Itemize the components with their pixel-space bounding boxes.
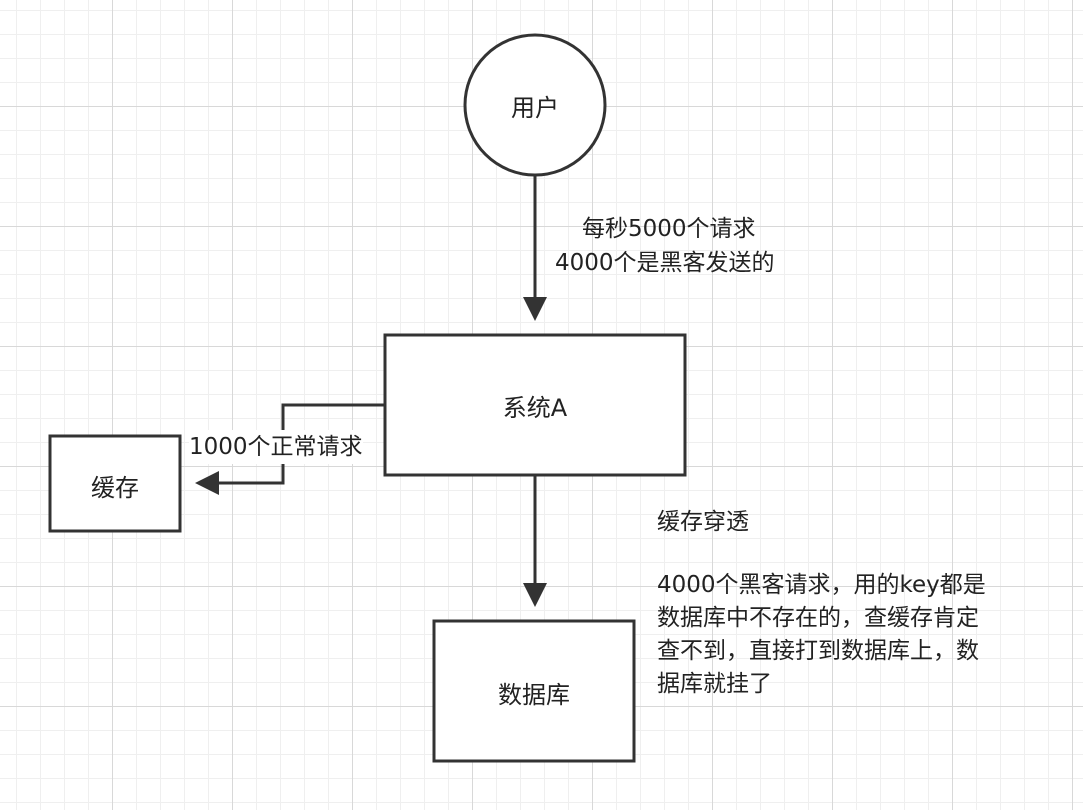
system-a-node-label: 系统A — [502, 393, 568, 422]
note-line-2: 数据库中不存在的，查缓存肯定 — [657, 605, 979, 631]
cache-node-label: 缓存 — [91, 473, 139, 502]
user-node-label: 用户 — [511, 93, 559, 122]
note-line-3: 查不到，直接打到数据库上，数 — [657, 638, 979, 664]
user-to-system-label-line2: 4000个是黑客发送的 — [555, 250, 775, 276]
user-to-system-label-line1: 每秒5000个请求 — [582, 216, 756, 242]
note-line-1: 4000个黑客请求，用的key都是 — [657, 572, 986, 598]
database-node-label: 数据库 — [498, 680, 570, 709]
system-to-cache-label: 1000个正常请求 — [189, 430, 363, 464]
cache-node-shape[interactable] — [48, 434, 182, 533]
note-line-4: 据库就挂了 — [657, 671, 772, 697]
user-node-shape[interactable] — [463, 33, 607, 177]
note-title: 缓存穿透 — [657, 509, 749, 535]
database-node-shape[interactable] — [432, 619, 636, 763]
system-a-node-shape[interactable] — [383, 333, 687, 477]
